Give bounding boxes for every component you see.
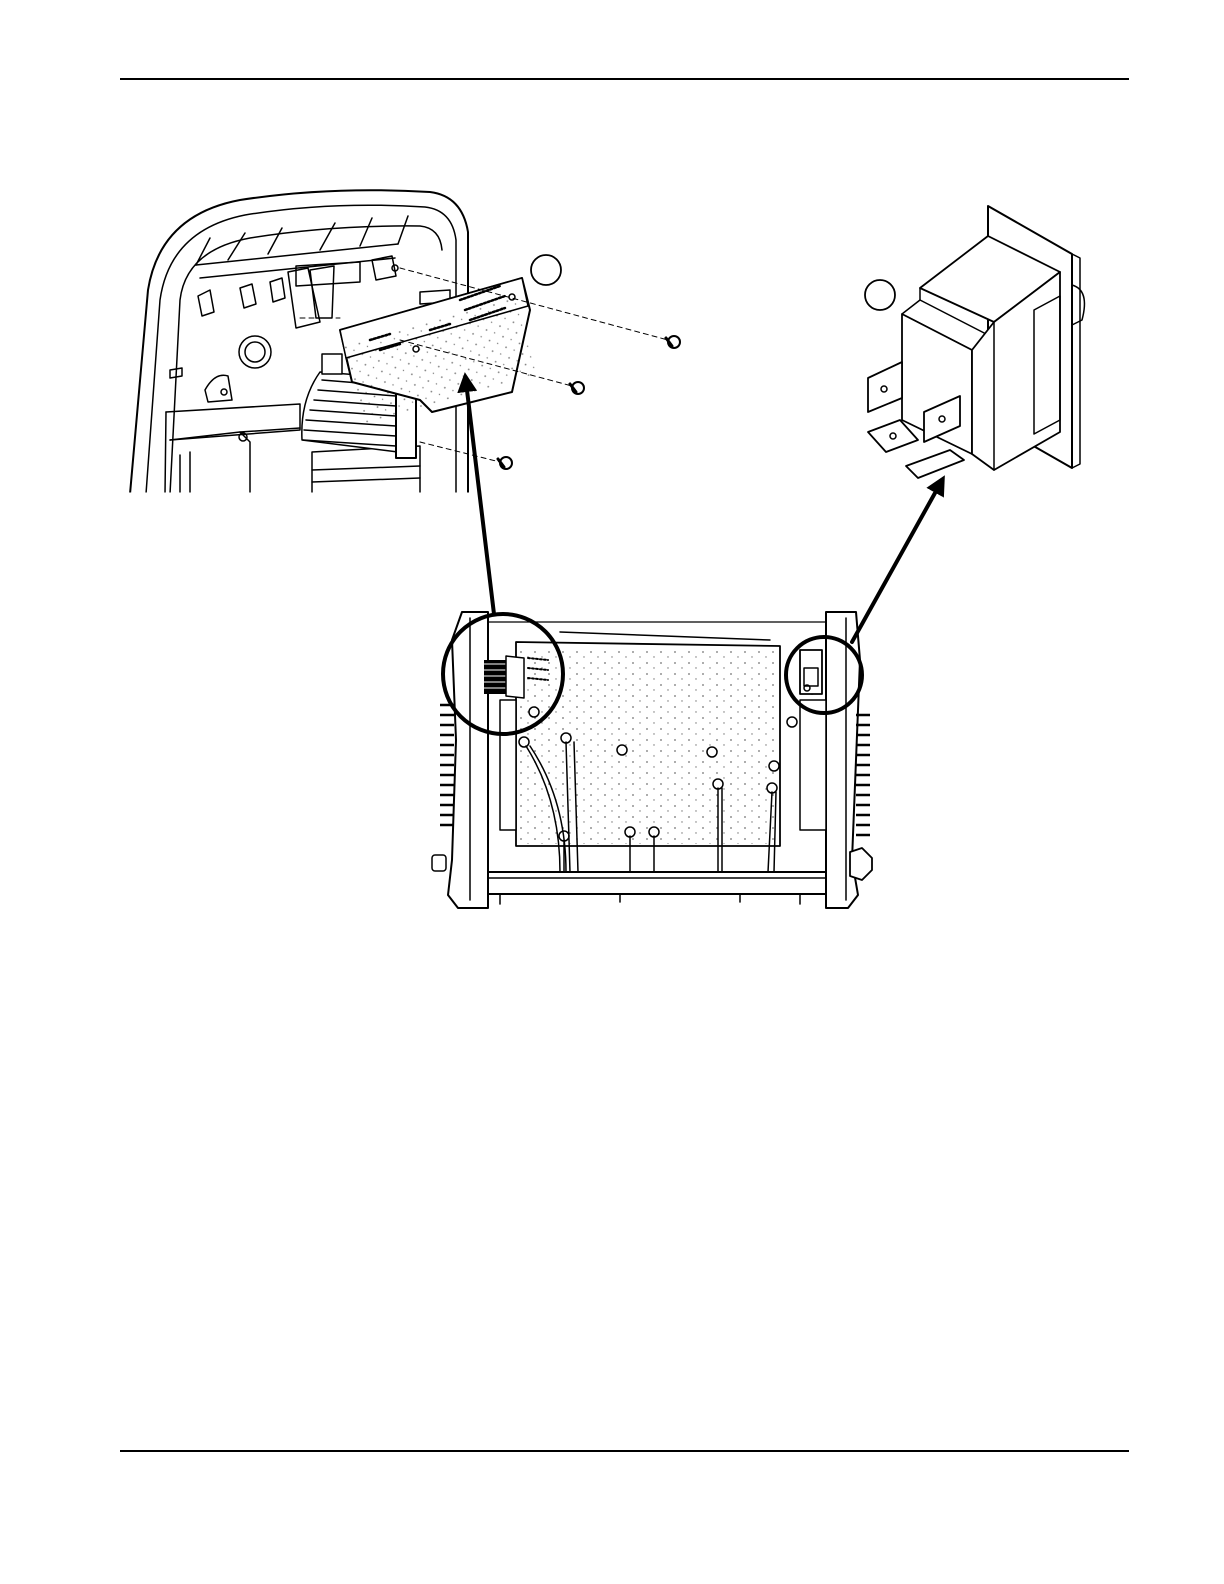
arrow-to-switch xyxy=(852,484,940,642)
callout-circle-switch xyxy=(865,280,895,310)
screw-1 xyxy=(666,336,680,348)
screw-2 xyxy=(570,382,584,394)
arrow-to-board xyxy=(466,382,494,614)
power-switch xyxy=(868,206,1084,478)
chassis-overview xyxy=(432,612,872,908)
screw-3 xyxy=(498,457,512,469)
callout-circle-board xyxy=(531,255,561,285)
